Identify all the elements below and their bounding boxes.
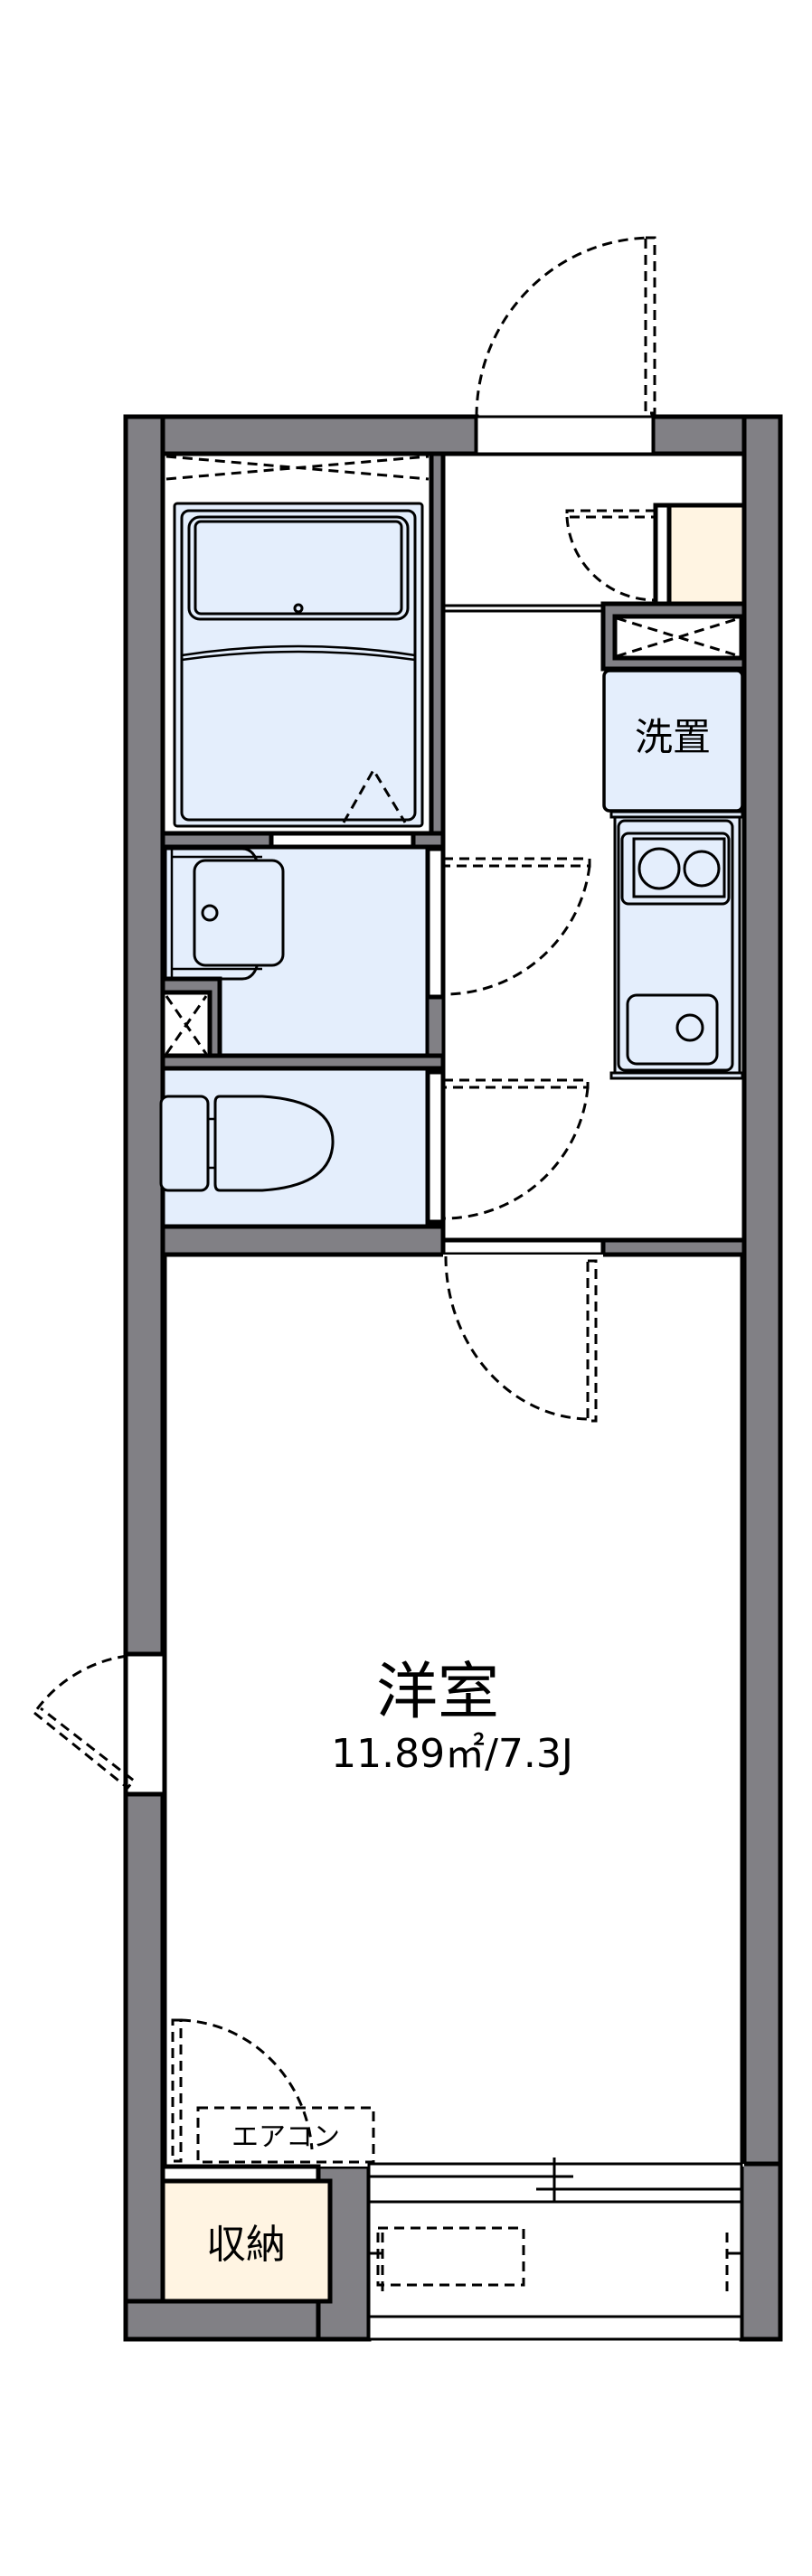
- kitchen-counter: [609, 810, 744, 1080]
- closet: [160, 2178, 333, 2304]
- shoe-cabinet-door-swing: [565, 516, 656, 602]
- left-door-swing: [33, 1654, 128, 1714]
- bath-ceiling-x: [165, 455, 430, 481]
- toilet-door-swing: [442, 1086, 590, 1220]
- washroom-door-opening: [425, 846, 446, 1000]
- room-door-leaf: [586, 1259, 598, 1423]
- pipe-space-x-icon: [616, 616, 741, 658]
- balcony-window: [367, 2158, 743, 2208]
- left-door-leaf: [33, 1706, 137, 1791]
- closet-door-leaf: [171, 2018, 183, 2163]
- air-conditioner-label: エアコン: [231, 2121, 340, 2153]
- balcony: [367, 2200, 743, 2341]
- washroom-door-swing: [442, 865, 591, 996]
- washer-space: 洗置: [602, 669, 744, 813]
- burner-icon: [637, 847, 681, 890]
- pipe-space-x-icon: [165, 995, 208, 1055]
- closet-label: 収納: [206, 2222, 286, 2268]
- vanity: [164, 847, 285, 981]
- entrance-door-swing: [475, 236, 650, 418]
- toilet-tank: [159, 1095, 210, 1192]
- bath-floor-drain-mark: [342, 767, 407, 823]
- closet-door-swing: [180, 2018, 314, 2150]
- toilet: [159, 1095, 335, 1192]
- toilet-door-opening: [425, 1069, 446, 1225]
- shoe-cabinet: [666, 503, 747, 606]
- air-conditioner: [196, 2106, 375, 2164]
- burner-icon: [683, 850, 721, 888]
- room-door-opening: [440, 1237, 606, 1257]
- room-door-swing: [444, 1255, 589, 1421]
- bathtub-unit: [173, 502, 424, 828]
- entrance-door-leaf: [644, 236, 656, 415]
- western-room: [163, 1255, 744, 2167]
- drain-icon: [675, 1013, 704, 1042]
- outdoor-ac-unit: [376, 2226, 525, 2287]
- left-window-opening: [123, 1651, 167, 1797]
- washer-space-label: 洗置: [635, 715, 711, 759]
- entrance-threshold: [475, 415, 655, 456]
- toilet-bowl: [213, 1095, 335, 1192]
- room-area: 11.89㎡/7.3J: [331, 1731, 573, 1777]
- room-label: 洋室: [376, 1657, 499, 1728]
- sink: [626, 993, 719, 1066]
- tub-drain-icon: [293, 603, 304, 614]
- basin-drain-icon: [201, 904, 219, 922]
